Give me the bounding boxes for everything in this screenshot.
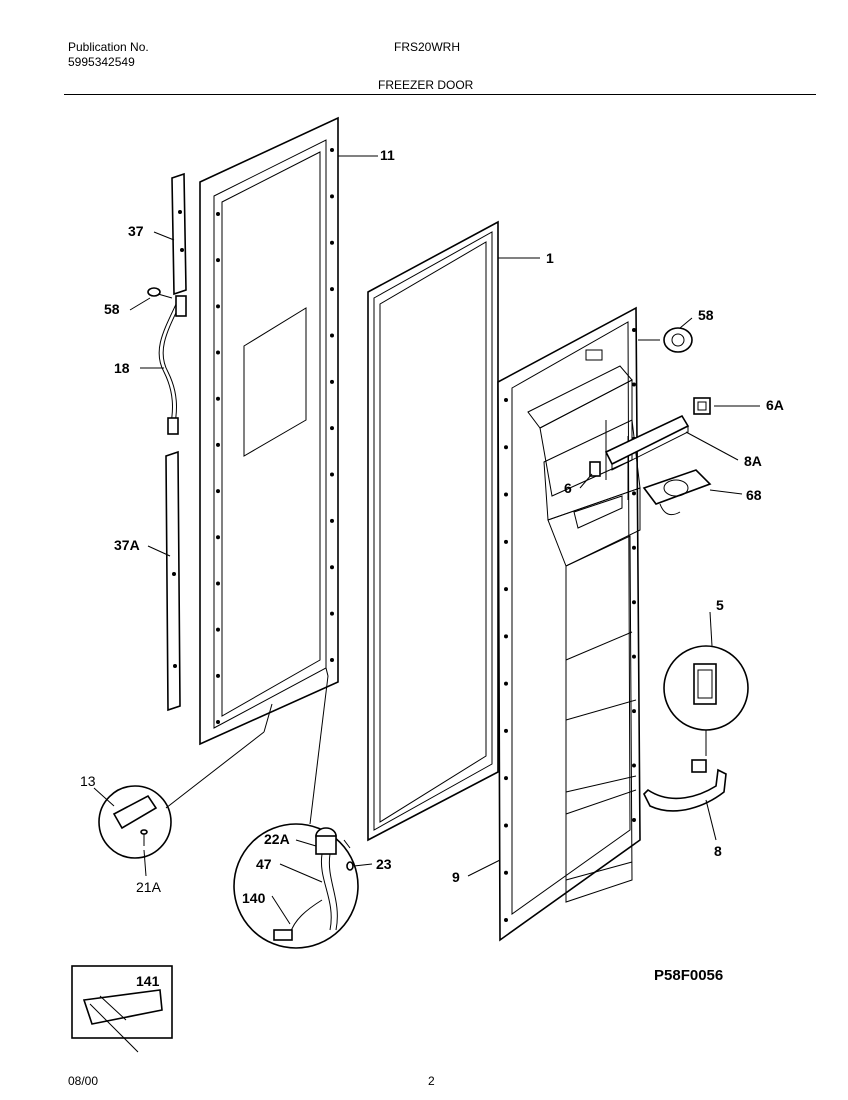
- screw-hole: [632, 328, 636, 332]
- part-37a-lower-trim: [165, 450, 181, 712]
- header-rule: [64, 94, 816, 95]
- callout-58-left: 58: [104, 301, 120, 317]
- screw-hole: [632, 600, 636, 605]
- section-title: FREEZER DOOR: [378, 78, 474, 92]
- screw-hole: [216, 350, 220, 355]
- screw-hole: [330, 194, 334, 199]
- part-6-clip: [589, 461, 601, 477]
- part-37-upper-trim: [171, 172, 187, 296]
- screw-hole: [632, 491, 636, 496]
- diagram-code: P58F0056: [654, 967, 723, 984]
- publication-label: Publication No.: [68, 40, 149, 54]
- screw-hole: [632, 709, 636, 714]
- part-22a-47-140-detail-circle: [233, 823, 359, 949]
- screw-hole: [216, 581, 220, 586]
- screw-hole: [504, 398, 508, 402]
- part-8-bracket: [643, 759, 727, 812]
- screw-hole: [330, 240, 334, 245]
- part-18-cable: [158, 295, 187, 435]
- callout-6a: 6A: [766, 397, 784, 413]
- screw-hole: [504, 634, 508, 639]
- callout-58-right: 58: [698, 307, 714, 323]
- screw-hole: [216, 258, 220, 263]
- screw-hole: [504, 918, 508, 922]
- screw-hole: [504, 445, 508, 450]
- callout-9: 9: [452, 869, 460, 885]
- part-8a-bar: [604, 414, 690, 471]
- part-11-door-frame: [199, 116, 339, 746]
- callout-6: 6: [564, 480, 572, 496]
- screw-hole: [504, 870, 508, 875]
- leader-lines: [93, 155, 760, 925]
- callout-5: 5: [716, 597, 724, 613]
- callout-21a: 21A: [136, 879, 162, 895]
- screw-hole: [504, 492, 508, 497]
- callout-18: 18: [114, 360, 130, 376]
- screw-hole: [216, 212, 220, 216]
- screw-hole: [216, 673, 220, 678]
- screw-hole: [330, 379, 334, 384]
- screw-hole: [504, 681, 508, 686]
- screw-hole: [330, 565, 334, 570]
- callout-47: 47: [256, 856, 272, 872]
- callout-22a: 22A: [264, 831, 290, 847]
- screw-hole: [632, 818, 636, 822]
- screw-hole: [632, 382, 636, 387]
- model-number: FRS20WRH: [394, 40, 461, 54]
- screw-hole: [216, 720, 220, 724]
- callout-140: 140: [242, 890, 266, 906]
- callout-8: 8: [714, 843, 722, 859]
- screw-hole: [632, 654, 636, 659]
- part-13-detail-circle: [98, 785, 172, 859]
- part-58-screw-left: [147, 287, 173, 299]
- part-68-switch: [642, 469, 712, 516]
- screw-hole: [216, 627, 220, 632]
- screw-hole: [504, 823, 508, 828]
- screw-hole: [330, 333, 334, 338]
- callout-141: 141: [136, 973, 160, 989]
- publication-number: 5995342549: [68, 55, 135, 69]
- screw-hole: [504, 728, 508, 733]
- part-141-inset: [71, 965, 173, 1053]
- part-58-screw-right: [663, 327, 693, 353]
- callout-23: 23: [376, 856, 392, 872]
- screw-hole: [632, 763, 636, 768]
- screw-hole: [330, 148, 334, 152]
- screw-hole: [330, 518, 334, 523]
- screw-hole: [330, 426, 334, 431]
- screw-hole: [216, 442, 220, 447]
- screw-hole: [504, 539, 508, 544]
- screw-hole: [216, 489, 220, 494]
- callout-37a: 37A: [114, 537, 140, 553]
- screw-hole: [330, 611, 334, 616]
- screw-hole: [216, 396, 220, 401]
- callout-37: 37: [128, 223, 144, 239]
- part-9-door-liner: [497, 306, 641, 942]
- screw-hole: [504, 587, 508, 592]
- screw-hole: [216, 535, 220, 540]
- screw-hole: [632, 545, 636, 550]
- screw-hole: [216, 304, 220, 309]
- callout-8a: 8A: [744, 453, 762, 469]
- callout-1: 1: [546, 250, 554, 266]
- callout-11: 11: [380, 147, 395, 163]
- screw-hole: [330, 658, 334, 662]
- part-1-gasket: [367, 220, 499, 842]
- part-5-detail-circle: [663, 645, 749, 756]
- part-6a-clip: [693, 397, 711, 415]
- screw-hole: [330, 287, 334, 292]
- footer-date: 08/00: [68, 1074, 99, 1088]
- screw-hole: [330, 472, 334, 477]
- callout-13: 13: [80, 773, 96, 789]
- screw-hole: [504, 776, 508, 781]
- page-number: 2: [428, 1074, 435, 1088]
- callout-68: 68: [746, 487, 762, 503]
